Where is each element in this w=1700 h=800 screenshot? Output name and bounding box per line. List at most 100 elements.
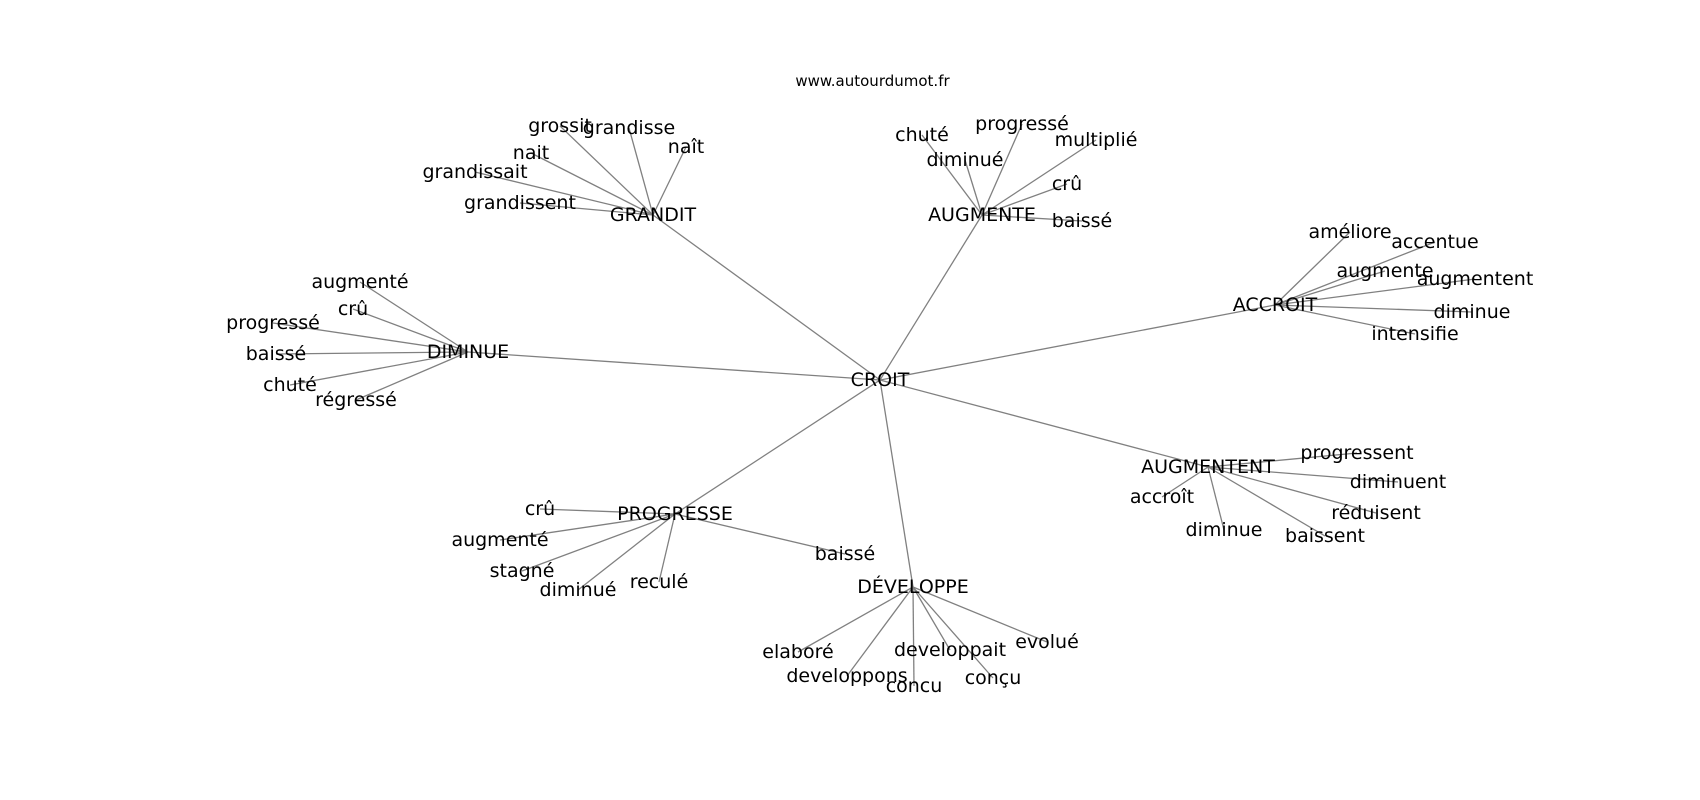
edge-accroit-augmentent: [1274, 278, 1476, 306]
leaf-node-reduisent[interactable]: réduisent: [1331, 502, 1421, 524]
edge-augmente-progresse: [981, 123, 1023, 216]
edge-diminue-regresse: [355, 351, 469, 401]
leaf-node-cru[interactable]: crû: [1052, 173, 1082, 195]
hub-node-augmente[interactable]: AUGMENTE: [928, 204, 1036, 226]
edge-progresse-cru: [539, 508, 676, 515]
leaf-node-nait[interactable]: nait: [513, 142, 549, 164]
edge-augmente-diminue: [964, 159, 983, 216]
edge-diminue-progresse: [272, 322, 469, 353]
edge-center-augmentent: [879, 379, 1209, 468]
edge-grandit-grossit: [559, 125, 654, 216]
leaf-node-baisse[interactable]: baissé: [246, 343, 306, 365]
leaf-node-diminue[interactable]: diminue: [1434, 301, 1511, 323]
edge-accroit-augmente: [1274, 270, 1386, 306]
edge-augmentent-reduisent: [1207, 466, 1377, 514]
leaf-node-progresse[interactable]: progressé: [226, 312, 320, 334]
edge-developpe-concu: [912, 586, 915, 687]
hub-node-diminue[interactable]: DIMINUE: [427, 341, 509, 363]
edge-grandit-nait: [652, 146, 687, 216]
leaf-node-progresse[interactable]: progressé: [975, 113, 1069, 135]
leaf-node-nait[interactable]: naît: [668, 136, 704, 158]
edge-diminue-cru: [352, 308, 469, 353]
leaf-node-baissent[interactable]: baissent: [1285, 525, 1365, 547]
leaf-node-grossit[interactable]: grossit: [528, 115, 592, 137]
leaf-node-elabore[interactable]: elaboré: [762, 641, 833, 663]
leaf-node-evolue[interactable]: evolué: [1015, 631, 1079, 653]
leaf-node-cru[interactable]: crû: [525, 498, 555, 520]
edge-progresse-augmente: [499, 513, 676, 541]
edge-diminue-chute: [289, 351, 469, 386]
edge-grandit-grandissait: [474, 171, 654, 216]
leaf-node-augmentent[interactable]: augmentent: [1417, 268, 1534, 290]
hub-node-augmentent[interactable]: AUGMENTENT: [1141, 456, 1275, 478]
edge-center-developpe: [879, 379, 914, 588]
leaf-node-concu[interactable]: concu: [886, 675, 943, 697]
leaf-node-cru[interactable]: crû: [338, 298, 368, 320]
leaf-node-augmente[interactable]: augmenté: [451, 529, 548, 551]
hub-node-progresse[interactable]: PROGRESSE: [617, 503, 733, 525]
edge-progresse-stagne: [521, 513, 676, 572]
edge-augmente-cru: [981, 183, 1068, 216]
edge-developpe-developpons: [846, 586, 914, 677]
edge-accroit-diminue: [1274, 304, 1473, 313]
leaf-node-developpons[interactable]: developpons: [786, 665, 907, 687]
edge-developpe-evolue: [912, 586, 1048, 643]
edge-progresse-diminue: [577, 513, 676, 591]
leaf-node-baisse[interactable]: baissé: [1052, 210, 1112, 232]
edge-augmentent-baissent: [1207, 466, 1326, 537]
edge-augmentent-diminuent: [1207, 466, 1399, 483]
site-watermark: www.autourdumot.fr: [795, 72, 950, 90]
edge-progresse-baisse: [674, 513, 846, 555]
leaf-node-diminue[interactable]: diminué: [540, 579, 617, 601]
leaf-node-recule[interactable]: reculé: [630, 571, 689, 593]
leaf-node-chute[interactable]: chuté: [895, 124, 949, 146]
edge-center-grandit: [652, 214, 881, 381]
edge-accroit-intensifie: [1274, 304, 1416, 335]
edge-augmente-baisse: [981, 214, 1083, 222]
edge-augmente-chute: [921, 134, 983, 216]
edge-center-diminue: [467, 351, 881, 381]
center-node[interactable]: CROIT: [851, 369, 910, 391]
leaf-node-diminue[interactable]: diminue: [1186, 519, 1263, 541]
leaf-node-accentue[interactable]: accentue: [1391, 231, 1478, 253]
graph-labels: CROITGRANDITgrossitgrandissenaîtnaitgran…: [226, 113, 1533, 697]
edge-center-progresse: [674, 379, 881, 515]
edge-developpe-elabore: [797, 586, 914, 653]
graph-edges: [272, 123, 1476, 687]
leaf-node-ameliore[interactable]: améliore: [1308, 221, 1391, 243]
edge-center-accroit: [879, 304, 1276, 381]
edge-accroit-accentue: [1274, 241, 1436, 306]
leaf-node-augmente[interactable]: augmente: [1336, 260, 1433, 282]
edge-augmentent-diminue: [1207, 466, 1225, 531]
edge-augmentent-accroit: [1161, 466, 1209, 498]
leaf-node-multiplie[interactable]: multiplié: [1055, 129, 1138, 151]
leaf-node-accroit[interactable]: accroît: [1130, 486, 1194, 508]
leaf-node-diminue[interactable]: diminué: [927, 149, 1004, 171]
edge-augmente-multiplie: [981, 139, 1097, 216]
leaf-node-baisse[interactable]: baissé: [815, 543, 875, 565]
leaf-node-grandissent[interactable]: grandissent: [464, 192, 576, 214]
edge-augmentent-progressent: [1207, 452, 1358, 468]
hub-node-grandit[interactable]: GRANDIT: [610, 204, 697, 226]
edge-diminue-baisse: [275, 351, 469, 355]
edge-grandit-grandissent: [519, 202, 654, 216]
leaf-node-concu[interactable]: conçu: [965, 667, 1022, 689]
edge-center-augmente: [879, 214, 983, 381]
leaf-node-developpait[interactable]: developpait: [894, 639, 1006, 661]
leaf-node-intensifie[interactable]: intensifie: [1371, 323, 1458, 345]
leaf-node-progressent[interactable]: progressent: [1300, 442, 1413, 464]
hub-node-developpe[interactable]: DÉVELOPPE: [857, 575, 968, 598]
leaf-node-grandissait[interactable]: grandissait: [422, 161, 527, 183]
leaf-node-diminuent[interactable]: diminuent: [1350, 471, 1446, 493]
leaf-node-regresse[interactable]: régressé: [315, 389, 397, 411]
leaf-node-chute[interactable]: chuté: [263, 374, 317, 396]
edge-diminue-augmente: [359, 281, 469, 353]
hub-node-accroit[interactable]: ACCROIT: [1233, 294, 1318, 316]
edge-grandit-grandisse: [628, 127, 654, 216]
edge-grandit-nait: [530, 152, 654, 216]
edge-developpe-developpait: [912, 586, 951, 651]
leaf-node-grandisse[interactable]: grandisse: [583, 117, 675, 139]
leaf-node-augmente[interactable]: augmenté: [311, 271, 408, 293]
edge-accroit-ameliore: [1274, 231, 1351, 306]
leaf-node-stagne[interactable]: stagné: [490, 560, 555, 582]
